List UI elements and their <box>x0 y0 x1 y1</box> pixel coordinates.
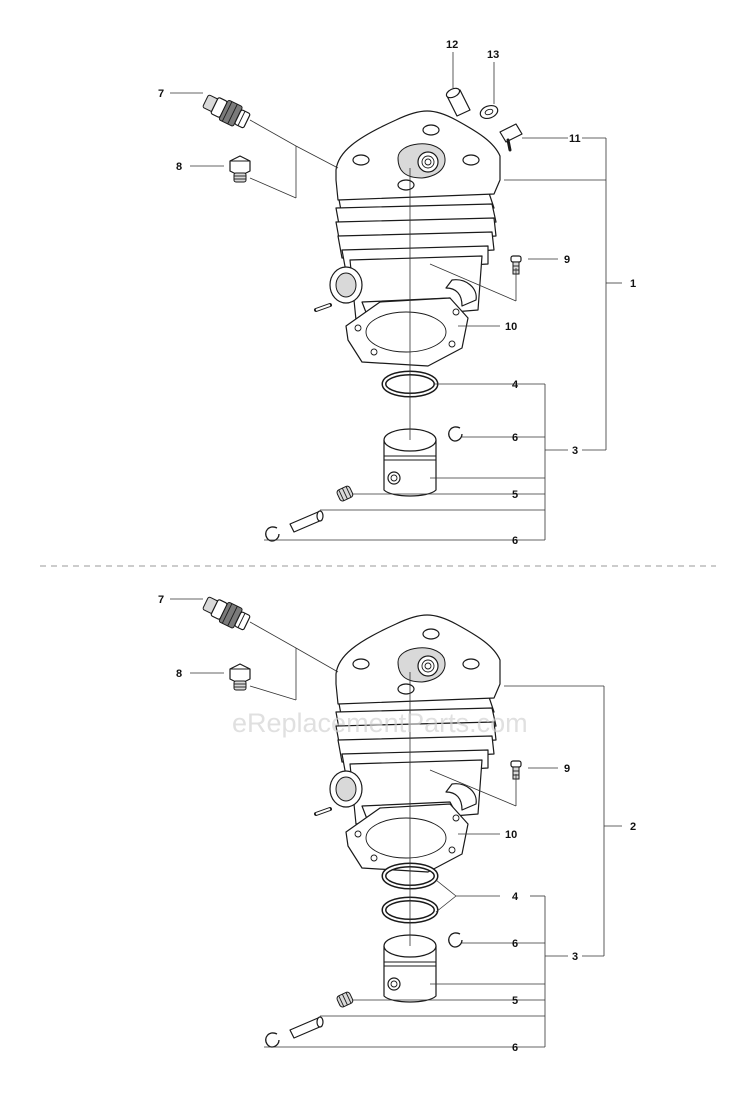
callout-plug: 8 <box>176 668 182 680</box>
callout-bushing: 12 <box>446 39 458 51</box>
callout-washer: 13 <box>487 49 499 61</box>
callout-circlip-lower: 6 <box>512 535 518 547</box>
hex-plug-part <box>229 663 251 691</box>
callout-piston-pin: 5 <box>512 489 518 501</box>
callout-ring: 4 <box>512 379 519 391</box>
valve-fitting-part <box>200 90 253 132</box>
piston-pin-part <box>335 484 355 503</box>
callout-circlip-lower: 6 <box>512 1042 518 1054</box>
leader-lines <box>170 598 622 1048</box>
circlip-upper-part <box>448 932 463 948</box>
hex-plug-part <box>229 155 251 183</box>
circlip-lower-part <box>265 526 280 542</box>
cylinder-part <box>314 109 502 330</box>
callout-piston-kit: 3 <box>572 445 578 457</box>
callout-screw: 9 <box>564 763 570 775</box>
callout-cylinder-assembly: 1 <box>630 278 636 290</box>
assembly-2: 7 8 9 10 4 6 3 5 6 2 <box>158 592 636 1054</box>
assembly-1: 7 8 12 13 11 9 10 4 6 3 5 6 1 <box>158 39 636 547</box>
circlip-lower-part <box>265 1032 280 1048</box>
callout-valve-fitting: 7 <box>158 594 164 606</box>
callout-circlip-upper: 6 <box>512 432 518 444</box>
callout-circlip-upper: 6 <box>512 938 518 950</box>
callout-elbow-fitting: 11 <box>569 133 581 145</box>
callout-gasket: 10 <box>505 321 517 333</box>
callout-plug: 8 <box>176 161 182 173</box>
callout-piston-kit: 3 <box>572 951 578 963</box>
washer-part <box>479 104 499 120</box>
piston-pin-part <box>335 990 355 1009</box>
leader-lines <box>170 52 622 541</box>
callout-screw: 9 <box>564 254 570 266</box>
bearing-part <box>289 510 324 533</box>
watermark: eReplacementParts.com <box>232 708 528 738</box>
bearing-part <box>289 1016 324 1039</box>
elbow-fitting-part <box>499 123 523 152</box>
valve-fitting-part <box>200 592 253 634</box>
callout-gasket: 10 <box>505 829 517 841</box>
callout-cylinder-assembly: 2 <box>630 821 636 833</box>
callout-ring: 4 <box>512 891 519 903</box>
bushing-part <box>445 87 471 117</box>
callout-valve-fitting: 7 <box>158 88 164 100</box>
callout-piston-pin: 5 <box>512 995 518 1007</box>
circlip-upper-part <box>448 426 463 442</box>
